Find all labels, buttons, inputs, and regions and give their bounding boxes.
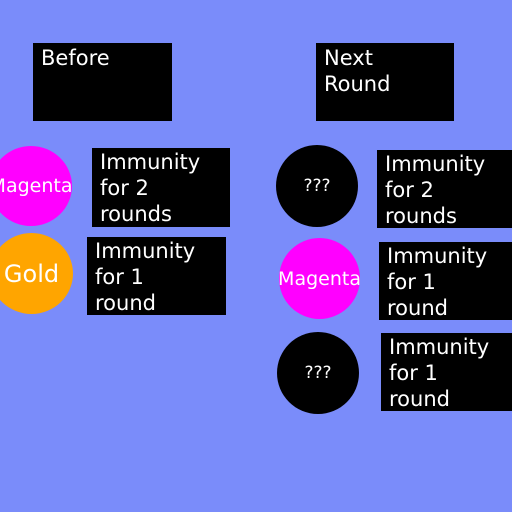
next-row-1-circle-label: ??? xyxy=(303,176,331,196)
before-row-1-info: Immunity for 2 rounds xyxy=(100,150,201,226)
before-gold-circle: Gold xyxy=(0,233,73,314)
next-row-3-info: Immunity for 1 round xyxy=(389,335,490,411)
before-magenta-circle: Magenta xyxy=(0,146,72,226)
next-row-3-circle-label: ??? xyxy=(304,363,332,383)
before-row-2-info: Immunity for 1 round xyxy=(95,239,196,315)
before-row-2-circle-label: Gold xyxy=(3,259,60,288)
next-row-1-info-box: Immunity for 2 rounds xyxy=(377,150,512,228)
next-unknown-circle-2: ??? xyxy=(277,332,359,414)
before-row-2-info-box: Immunity for 1 round xyxy=(87,237,226,315)
next-row-3-info-box: Immunity for 1 round xyxy=(381,333,512,411)
before-heading-box: Before xyxy=(33,43,172,121)
next-round-heading: Next Round xyxy=(324,46,391,96)
next-row-2-info-box: Immunity for 1 round xyxy=(379,242,512,320)
before-row-1-circle-label: Magenta xyxy=(0,175,72,197)
next-magenta-circle: Magenta xyxy=(279,238,360,319)
next-unknown-circle-1: ??? xyxy=(276,145,358,227)
next-row-2-circle-label: Magenta xyxy=(279,267,360,290)
before-heading: Before xyxy=(41,46,110,70)
next-row-2-info: Immunity for 1 round xyxy=(387,244,488,320)
next-row-1-info: Immunity for 2 rounds xyxy=(385,152,486,228)
next-round-heading-box: Next Round xyxy=(316,43,454,121)
before-row-1-info-box: Immunity for 2 rounds xyxy=(92,148,230,227)
